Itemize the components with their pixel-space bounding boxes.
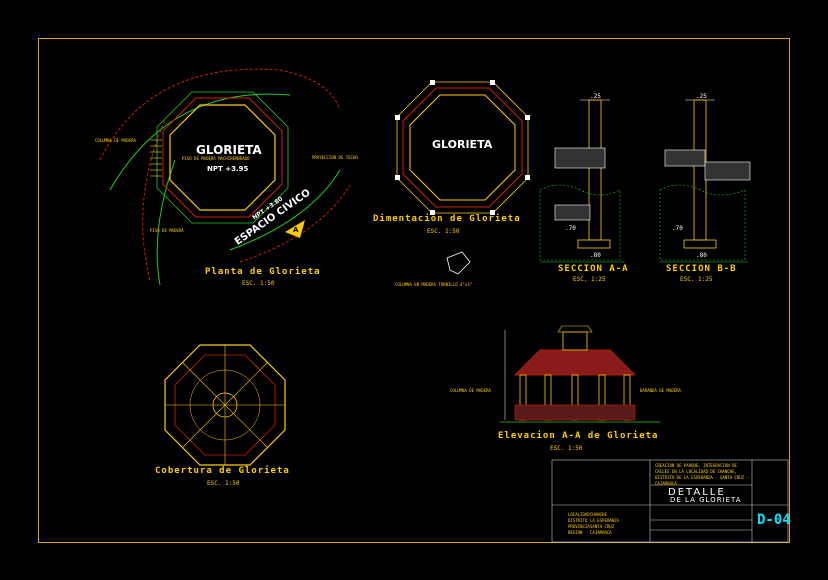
elevation-view: [500, 325, 660, 423]
tb-row-0-val: CHANCHE: [590, 512, 607, 517]
dim-note: COLUMNA EN MADERA TORNILLO 4"x3": [395, 282, 473, 287]
tb-row-1-key: DISTRITO: [568, 518, 588, 523]
sec-a-scale: ESC. 1:25: [573, 276, 606, 283]
roof-view: [164, 344, 286, 466]
sec-a-dim-top: .25: [590, 93, 601, 100]
elev-note-right: BARANDA DE MADERA: [640, 388, 681, 393]
plan-npt: NPT +3.95: [207, 165, 249, 173]
dim-scale: ESC. 1:50: [427, 228, 460, 235]
plan-view: [99, 68, 351, 286]
sec-a-title: SECCION A-A: [558, 264, 629, 274]
sec-b-dim-side: .70: [672, 225, 683, 232]
title-block-lines: [551, 459, 789, 543]
tb-row-3-key: REGION: [568, 530, 583, 535]
section-aa: [539, 99, 625, 263]
sec-b-title: SECCION B-B: [666, 264, 737, 274]
tb-row-2-val: SANTA CRUZ: [590, 524, 615, 529]
tb-row-1-val: LA ESPERANZA: [590, 518, 619, 523]
sec-b-dim-top: .25: [696, 93, 707, 100]
dim-title: Dimentacion de Glorieta: [373, 214, 521, 224]
drawing-frame: [38, 38, 790, 543]
sec-b-dim-bottom: .80: [696, 252, 707, 259]
sec-a-dim-side: .70: [565, 225, 576, 232]
tb-row-3-val: CAJAMARCA: [590, 530, 612, 535]
plan-note-top: PISO DE MADERA MACHIHEMBRADO: [182, 156, 250, 161]
tb-row-0-key: LOCALIDAD: [568, 512, 590, 517]
tb-project: CREACION DE PARQUE, INTEGRACION DE CALLE…: [655, 463, 749, 486]
tb-sheet-code: D-04: [757, 512, 791, 528]
plan-note-right: PROYECCION DE TECHO: [312, 155, 358, 160]
dimension-view: [395, 80, 530, 275]
plan-scale: ESC. 1:50: [242, 280, 275, 287]
plan-note-bottom: PISO DE MADERA: [150, 228, 184, 233]
plan-note-left: COLUMNA DE MADERA: [95, 138, 136, 143]
section-bb: [659, 99, 751, 263]
cover-title: Cobertura de Glorieta: [155, 466, 290, 476]
elev-scale: ESC. 1:50: [550, 445, 583, 452]
cover-scale: ESC. 1:50: [207, 480, 240, 487]
plan-title: Planta de Glorieta: [205, 267, 321, 277]
elev-note-left: COLUMNA DE MADERA: [450, 388, 491, 393]
dim-label: GLORIETA: [432, 138, 493, 151]
plan-arrow-label: A: [293, 226, 299, 234]
plan-label: GLORIETA: [196, 143, 262, 157]
elev-title: Elevacion A-A de Glorieta: [498, 431, 659, 441]
sec-b-scale: ESC. 1:25: [680, 276, 713, 283]
sec-a-dim-bottom: .80: [590, 252, 601, 259]
tb-sheet-name-1: DETALLE: [668, 487, 726, 498]
tb-row-2-key: PROVINCIA: [568, 524, 590, 529]
tb-sheet-name-2: DE LA GLORIETA: [670, 496, 742, 504]
